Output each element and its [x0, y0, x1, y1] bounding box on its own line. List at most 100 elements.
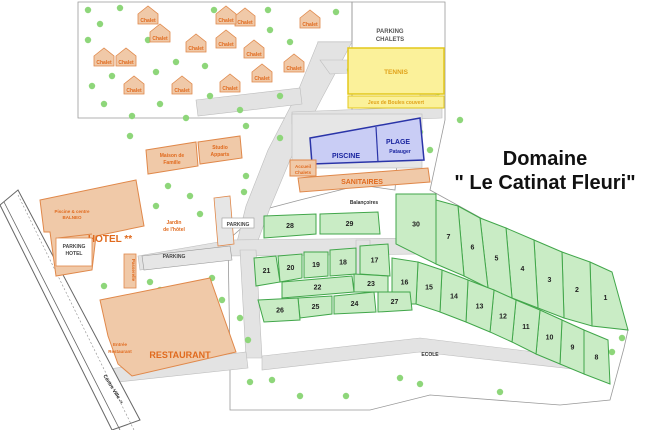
- plot-number: 5: [495, 256, 499, 263]
- plot-28[interactable]: 28: [263, 213, 317, 239]
- sanitaires-label: SANITAIRES: [341, 179, 383, 186]
- plot-2[interactable]: 2: [561, 251, 593, 327]
- tree-icon: [236, 106, 244, 114]
- chalet-icon: Chalet: [215, 5, 237, 25]
- main-street: [0, 189, 141, 430]
- plot-17[interactable]: 17: [359, 243, 391, 277]
- boules-label: Jeux de Boules couvert: [368, 100, 424, 106]
- plot-number: 7: [447, 234, 451, 241]
- parking-mid-tag: [221, 217, 255, 229]
- plot-12[interactable]: 12: [489, 289, 517, 343]
- plot-number: 22: [314, 285, 322, 292]
- plot-21[interactable]: 21: [253, 255, 281, 287]
- plot-24[interactable]: 24: [333, 291, 377, 315]
- tree-icon: [206, 92, 214, 100]
- plot-number: 8: [595, 355, 599, 362]
- passerelle: [123, 253, 137, 289]
- plot-10[interactable]: 10: [535, 309, 563, 365]
- plot-14[interactable]: 14: [439, 269, 469, 323]
- plot-27[interactable]: 27: [377, 291, 413, 313]
- plot-23[interactable]: 23: [353, 273, 389, 293]
- pool: [309, 117, 425, 165]
- chalet-label: Chalet: [118, 60, 134, 66]
- studio-label-2: Apparts: [211, 152, 230, 158]
- chalet-label: Chalet: [302, 22, 318, 28]
- plot-number: 6: [471, 245, 475, 252]
- tree-icon: [276, 92, 284, 100]
- parking-chalets-label-2: CHALETS: [376, 37, 404, 43]
- tree-icon: [218, 296, 226, 304]
- plot-11[interactable]: 11: [511, 299, 541, 355]
- tree-icon: [172, 58, 180, 66]
- passerelle-label: Passerelle: [131, 259, 136, 282]
- tree-icon: [242, 172, 250, 180]
- chalet-icon: Chalet: [149, 23, 171, 43]
- tree-icon: [396, 374, 404, 382]
- plot-18[interactable]: 18: [329, 247, 357, 277]
- plot-number: 2: [575, 287, 579, 294]
- tree-icon: [296, 392, 304, 400]
- maison-label: Maison de: [160, 153, 185, 159]
- ecole-label: ECOLE: [421, 352, 439, 358]
- plot-15[interactable]: 15: [415, 261, 443, 313]
- chalet-label: Chalet: [218, 42, 234, 48]
- restaurant-label: RESTAURANT: [149, 350, 211, 360]
- tree-icon: [240, 188, 248, 196]
- maison-label-2: Famille: [163, 160, 180, 166]
- plot-30[interactable]: 30: [395, 193, 437, 265]
- tree-icon: [84, 36, 92, 44]
- plot-number: 16: [401, 280, 409, 287]
- plot-number: 29: [346, 221, 354, 228]
- tree-icon: [266, 26, 274, 34]
- plot-26[interactable]: 26: [257, 297, 301, 323]
- chalet-icon: Chalet: [299, 9, 321, 29]
- tree-icon: [186, 192, 194, 200]
- tree-icon: [236, 314, 244, 322]
- accueil-label: Accueil: [295, 164, 311, 169]
- chalet-label: Chalet: [237, 20, 253, 26]
- parking-hotel-label-2: HOTEL: [66, 251, 83, 257]
- plot-20[interactable]: 20: [277, 253, 303, 283]
- tree-icon: [196, 210, 204, 218]
- plot-19[interactable]: 19: [303, 251, 329, 279]
- chalet-icon: Chalet: [215, 29, 237, 49]
- plot-number: 13: [476, 304, 484, 311]
- plot-29[interactable]: 29: [319, 211, 381, 235]
- plot-number: 20: [287, 265, 295, 272]
- accueil-chalets: [289, 159, 317, 177]
- accueil-label-2: Chalets: [295, 170, 312, 175]
- tree-icon: [128, 112, 136, 120]
- plot-25[interactable]: 25: [297, 295, 333, 319]
- plot-number: 11: [522, 324, 530, 331]
- tennis-court: [347, 47, 445, 95]
- tree-icon: [332, 8, 340, 16]
- plot-number: 24: [351, 301, 359, 308]
- plot-number: 4: [521, 266, 525, 273]
- parking-hotel: [55, 237, 93, 267]
- plot-3[interactable]: 3: [533, 239, 565, 319]
- parking-low: [141, 245, 233, 271]
- tree-icon: [496, 388, 504, 396]
- plot-number: 30: [412, 222, 420, 229]
- entree-label-2: Restaurant: [108, 349, 132, 354]
- tree-icon: [342, 392, 350, 400]
- chalet-icon: Chalet: [185, 33, 207, 53]
- tree-icon: [416, 380, 424, 388]
- plot-number: 19: [312, 262, 320, 269]
- plot-number: 28: [286, 223, 294, 230]
- piscine-balneo-label: Piscine & centre: [54, 209, 90, 214]
- parking-chalets-label: PARKING: [376, 29, 404, 35]
- tree-icon: [426, 146, 434, 154]
- chalet-label: Chalet: [126, 88, 142, 94]
- tree-icon: [152, 68, 160, 76]
- tree-icon: [126, 132, 134, 140]
- chalet-label: Chalet: [286, 66, 302, 72]
- plot-number: 18: [339, 260, 347, 267]
- plot-8[interactable]: 8: [583, 329, 611, 385]
- plot-number: 12: [499, 314, 507, 321]
- patauger-label: Patauger: [389, 149, 410, 155]
- plot-1[interactable]: 1: [589, 261, 629, 331]
- plot-9[interactable]: 9: [559, 319, 585, 375]
